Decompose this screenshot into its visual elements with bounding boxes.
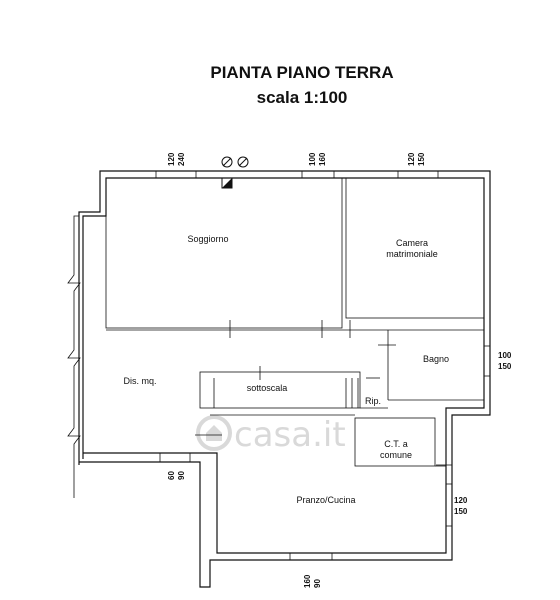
dim-camera-a: 120 [407, 152, 416, 166]
watermark-text: casa.it [234, 415, 346, 455]
terrace-edge [67, 215, 81, 498]
dim-cucina-b: 150 [454, 507, 468, 516]
dim-door-a: 60 [167, 471, 176, 480]
dim-pranzo-a: 160 [303, 574, 312, 588]
room-soggiorno: Soggiorno [187, 234, 228, 244]
door-marks [195, 320, 452, 466]
plan-scale: scala 1:100 [257, 88, 348, 107]
dim-soggiorno-a: 120 [167, 152, 176, 166]
outer-walls [78, 170, 491, 588]
room-ct-line2: comune [380, 450, 412, 460]
dim-window2-a: 100 [308, 152, 317, 166]
room-camera-line1: Camera [396, 238, 428, 248]
dim-bagno-a: 100 [498, 351, 512, 360]
dim-window2-b: 160 [318, 152, 327, 166]
plan-title: PIANTA PIANO TERRA [210, 63, 393, 82]
flue-icon [221, 156, 249, 189]
room-ripostiglio: Rip. [365, 396, 381, 406]
room-disimpegno: Dis. mq. [123, 376, 156, 386]
room-sottoscala: sottoscala [247, 383, 288, 393]
side-window-dimensions: 100 150 120 150 [454, 351, 512, 516]
room-bagno: Bagno [423, 354, 449, 364]
watermark-logo: casa.it [196, 415, 346, 455]
dim-bagno-b: 150 [498, 362, 512, 371]
windows [155, 170, 491, 561]
dim-pranzo-b: 90 [313, 579, 322, 588]
room-pranzo-cucina: Pranzo/Cucina [296, 495, 355, 505]
window-dimensions: 120 240 100 160 120 150 60 90 160 90 [167, 152, 426, 588]
dim-door-b: 90 [177, 471, 186, 480]
dim-soggiorno-b: 240 [177, 152, 186, 166]
dim-cucina-a: 120 [454, 496, 468, 505]
room-camera-line2: matrimoniale [386, 249, 438, 259]
room-ct-line1: C.T. a [384, 439, 408, 449]
dim-camera-b: 150 [417, 152, 426, 166]
